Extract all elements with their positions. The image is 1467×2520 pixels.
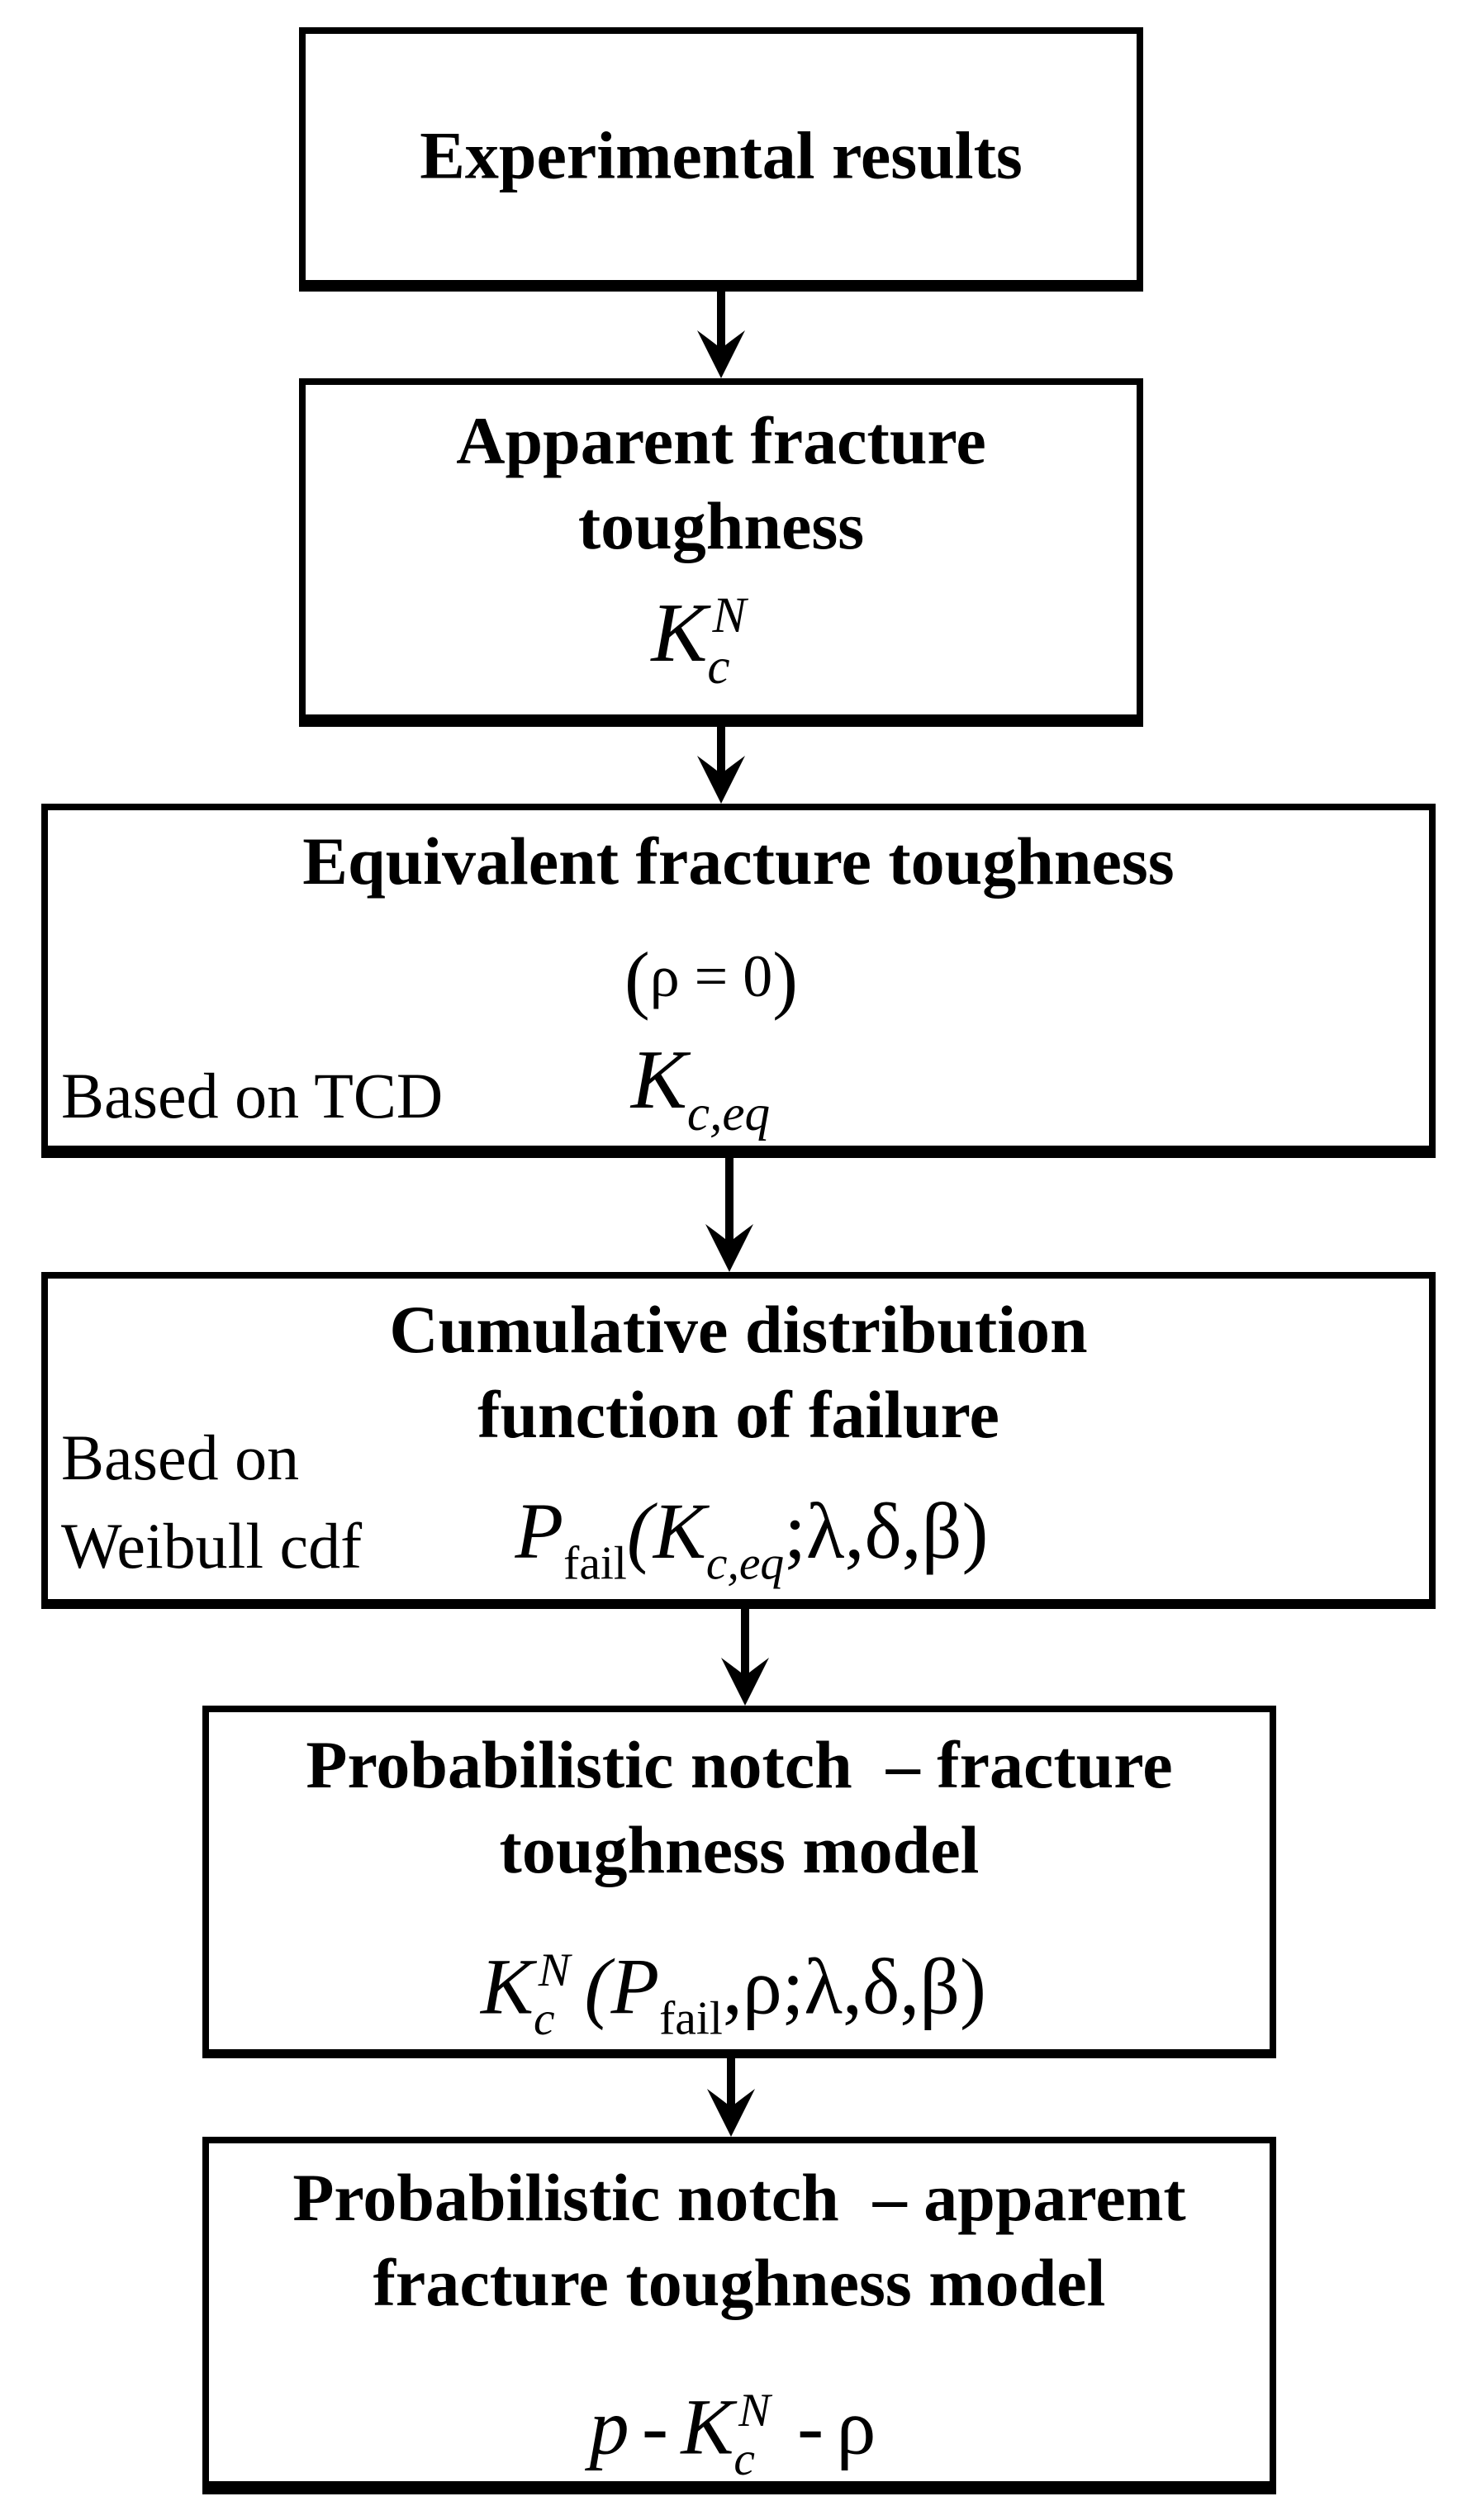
- formula-symbol: K: [630, 1032, 687, 1127]
- flow-arrow-5: [707, 2058, 755, 2137]
- flow-arrow-3: [705, 1158, 753, 1272]
- formula-symbol: K: [481, 1942, 534, 2031]
- method-note-tcd: Based on TCD: [61, 1060, 444, 1132]
- box-title: Experimental results: [420, 117, 1023, 193]
- box-title: Equivalent fracture toughness: [302, 823, 1175, 899]
- box-title-line: function of failure: [477, 1377, 999, 1453]
- formula-subscript: fail: [563, 1537, 627, 1590]
- box-title: Probabilistic notch – fracture toughness…: [209, 1722, 1270, 1893]
- formula-subscript: c,eq: [705, 1537, 785, 1590]
- box-title: Cumulative distribution function of fail…: [48, 1287, 1429, 1458]
- box-title-line: Cumulative distribution: [389, 1292, 1088, 1367]
- box-title-line: fracture toughness model: [373, 2245, 1106, 2321]
- box-title-line: toughness model: [499, 1812, 980, 1888]
- formula-symbol: ρ: [836, 2382, 876, 2470]
- condition-rho-zero: (ρ = 0): [21, 932, 1402, 1027]
- condition-text: ρ = 0: [649, 942, 773, 1009]
- formula-subscript: c,eq: [686, 1084, 771, 1141]
- method-note-line: Weibull cdf: [61, 1510, 363, 1583]
- open-paren: (: [626, 1487, 653, 1576]
- box-experimental-results: Experimental results: [299, 27, 1143, 292]
- dash: -: [641, 2382, 668, 2470]
- box-title: Probabilistic notch – apparent fracture …: [209, 2155, 1270, 2326]
- close-paren: ): [772, 937, 798, 1021]
- formula-pfail: Pfail(Kc,eq;λ,δ,β): [61, 1492, 1442, 1587]
- formula-symbol: p: [589, 2382, 629, 2470]
- formula-subscript: c: [534, 1992, 555, 2045]
- box-cdf-of-failure: Cumulative distribution function of fail…: [41, 1272, 1436, 1609]
- box-equivalent-fracture-toughness: Equivalent fracture toughness (ρ = 0) Ba…: [41, 804, 1436, 1158]
- dash: -: [797, 2382, 824, 2470]
- flow-arrow-4: [721, 1609, 769, 1706]
- formula-superscript: N: [538, 1943, 571, 1996]
- formula-subscript: c: [707, 638, 730, 695]
- box-title: Apparent fracture toughness: [306, 398, 1137, 569]
- box-probabilistic-notch-apparent-fracture-toughness-model: Probabilistic notch – apparent fracture …: [202, 2137, 1276, 2494]
- box-title-line: toughness: [577, 488, 865, 564]
- formula-superscript: N: [738, 2384, 771, 2437]
- formula-symbol: K: [651, 586, 708, 680]
- box-title-line: Probabilistic notch – fracture: [306, 1727, 1173, 1802]
- box-probabilistic-notch-fracture-toughness-model: Probabilistic notch – fracture toughness…: [202, 1706, 1276, 2058]
- formula-parameters: ;λ,δ,β): [784, 1487, 989, 1576]
- formula-symbol: P: [610, 1942, 660, 2031]
- formula-symbol: K: [653, 1487, 706, 1576]
- formula-subscript: c: [734, 2432, 755, 2485]
- method-note-line: Based on: [61, 1421, 300, 1493]
- method-note-weibull: Based on Weibull cdf: [61, 1413, 362, 1591]
- flow-arrow-2: [697, 727, 745, 804]
- formula-superscript: N: [712, 586, 747, 643]
- formula-kceq: Kc,eq: [10, 1037, 1391, 1141]
- formula-parameters: ,ρ;λ,δ,β): [722, 1942, 986, 2031]
- flow-arrow-1: [697, 292, 745, 378]
- box-title-line: Probabilistic notch – apparent: [292, 2160, 1186, 2235]
- formula-symbol: K: [681, 2382, 734, 2470]
- box-title-line: Apparent fracture: [456, 403, 986, 478]
- open-paren: (: [624, 937, 650, 1021]
- formula-subscript: fail: [659, 1992, 723, 2045]
- formula-symbol: P: [515, 1487, 564, 1576]
- open-paren: (: [584, 1942, 611, 2031]
